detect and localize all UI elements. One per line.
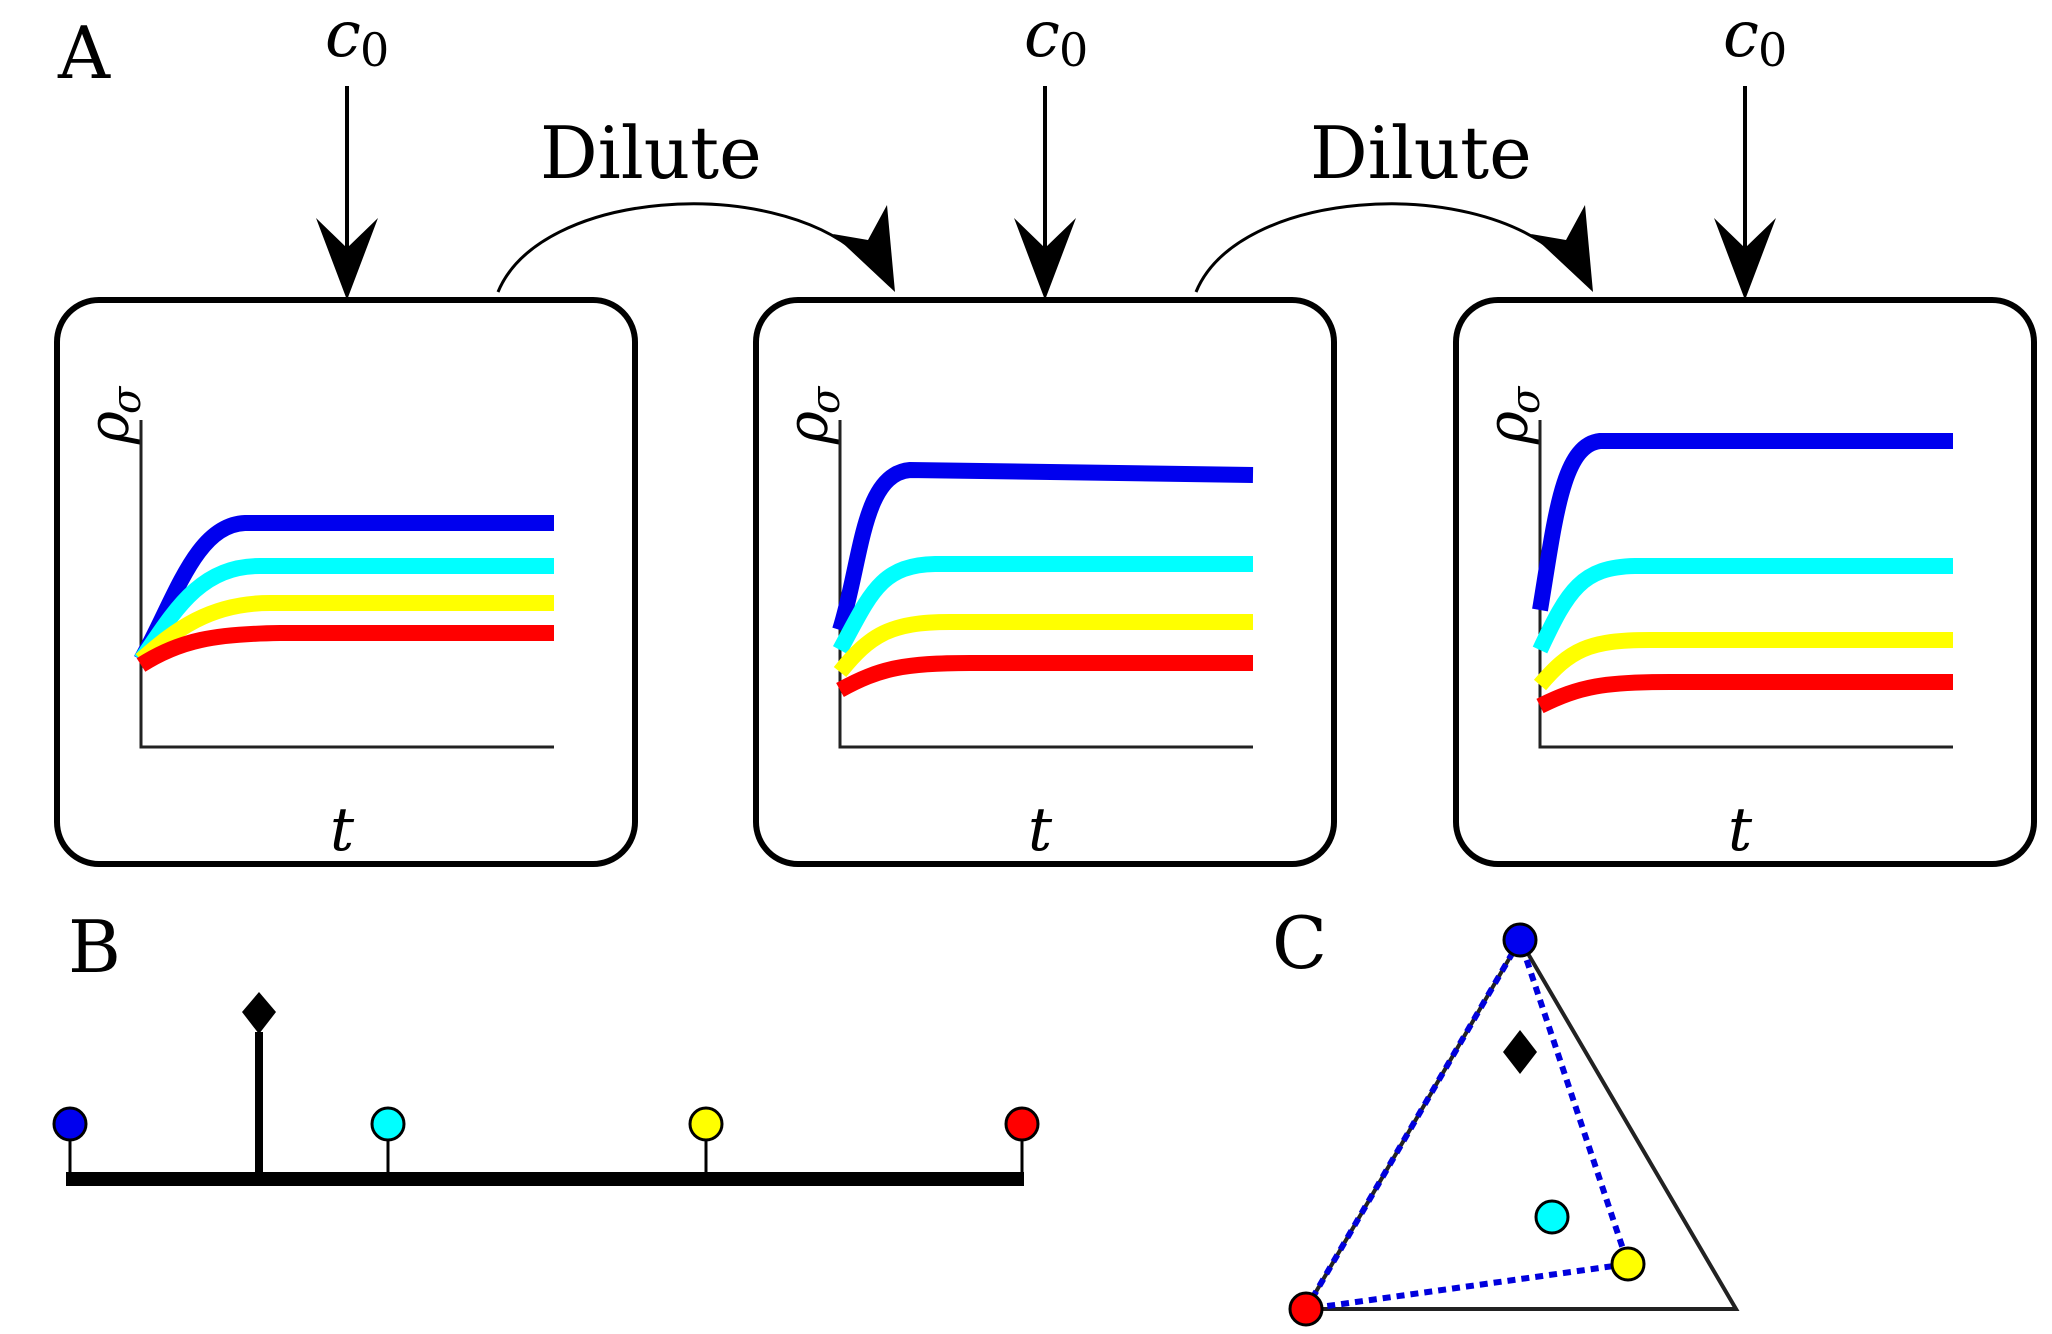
- red-density-curve: [136, 625, 554, 672]
- circle-icon: [1534, 1199, 1570, 1235]
- dilute-curve: [1194, 202, 1559, 293]
- culture-box-3: ρ σ t: [1453, 297, 2037, 867]
- circle-icon: [1288, 1291, 1324, 1327]
- input-c0-1: c 0: [316, 0, 389, 300]
- dilute-label: Dilute: [540, 111, 762, 195]
- input-label-c: c: [1723, 0, 1759, 72]
- circle-icon: [370, 1106, 406, 1142]
- circle-icon: [52, 1106, 88, 1142]
- input-arrow-head: [1014, 218, 1076, 300]
- plot-axes: [139, 420, 554, 749]
- dilute-arrow-head: [833, 205, 895, 292]
- x-axis-label: t: [1728, 795, 1753, 865]
- y-axis-sub: σ: [1503, 385, 1549, 414]
- blue-density-curve: [1532, 433, 1953, 612]
- input-c0-3: c 0: [1714, 0, 1787, 300]
- circle-icon: [688, 1106, 724, 1142]
- culture-frame: [753, 297, 1337, 867]
- niche-axis: [52, 992, 1040, 1186]
- culture-box-2: ρ σ t: [753, 297, 1337, 867]
- circle-icon: [1502, 922, 1538, 958]
- circle-icon: [1004, 1106, 1040, 1142]
- yellow-density-curve: [833, 614, 1253, 678]
- y-axis-label: ρ: [776, 411, 841, 445]
- panel-label-b: B: [68, 905, 121, 989]
- y-axis-sub: σ: [803, 385, 849, 414]
- red-density-curve: [836, 655, 1253, 698]
- yellow-density-curve: [1533, 632, 1953, 691]
- panel-label-c: C: [1272, 901, 1327, 985]
- y-axis-sub: σ: [104, 385, 150, 414]
- x-axis-label: t: [330, 795, 355, 865]
- plot-axes: [838, 420, 1253, 749]
- y-axis-label: ρ: [77, 411, 142, 445]
- dilute-arrow-2: Dilute: [1194, 111, 1593, 293]
- y-axis-label: ρ: [1476, 411, 1541, 445]
- diamond-icon: [1503, 1030, 1537, 1074]
- plot-axes: [1538, 420, 1953, 749]
- input-label-c: c: [1024, 0, 1060, 72]
- x-axis-label: t: [1028, 795, 1053, 865]
- culture-frame: [54, 297, 638, 867]
- input-arrow-head: [1714, 218, 1776, 300]
- hull-dotted: [1300, 932, 1632, 1313]
- circle-icon: [1610, 1246, 1646, 1282]
- cyan-density-curve: [832, 556, 1253, 654]
- dilute-arrow-1: Dilute: [496, 111, 895, 293]
- input-arrow-head: [316, 218, 378, 300]
- input-label-sub: 0: [1059, 23, 1088, 77]
- diamond-icon: [242, 992, 276, 1034]
- culture-box-1: ρ σ t: [54, 297, 638, 867]
- panel-label-a: A: [57, 11, 111, 95]
- red-density-curve: [1536, 674, 1953, 714]
- simplex-triangle: [1302, 936, 1740, 1311]
- simplex: [1288, 922, 1740, 1327]
- input-c0-2: c 0: [1014, 0, 1088, 300]
- dilute-curve: [496, 202, 861, 293]
- input-label-c: c: [325, 0, 361, 72]
- dilute-label: Dilute: [1310, 111, 1532, 195]
- input-label-sub: 0: [1758, 23, 1787, 77]
- blue-density-curve: [832, 461, 1254, 633]
- cyan-density-curve: [1532, 558, 1953, 654]
- input-label-sub: 0: [360, 23, 389, 77]
- niche-axis-line: [66, 1172, 1024, 1186]
- dilute-arrow-head: [1531, 205, 1593, 292]
